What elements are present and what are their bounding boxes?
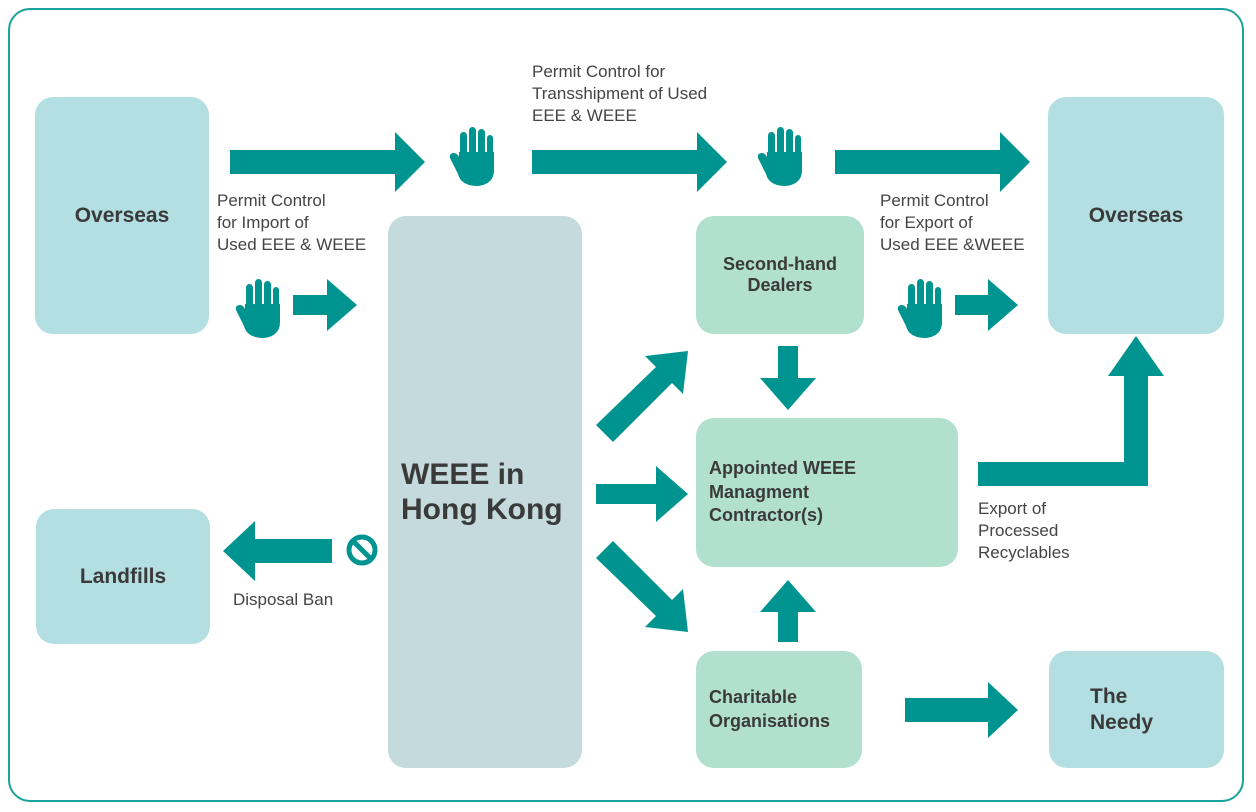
weee-hk-box: WEEE in Hong Kong: [388, 216, 582, 768]
arrow-import: [293, 279, 357, 331]
arrow-charitable-to-contractor: [760, 580, 816, 642]
arrow-to-charitable: [596, 541, 688, 632]
export-label: Permit Control for Export of Used EEE &W…: [880, 191, 1025, 255]
arrow-overseas-to-transship: [230, 132, 425, 192]
arrow-to-needy: [905, 682, 1018, 738]
needy-label: The Needy: [1090, 685, 1154, 734]
no-entry-icon: [346, 534, 378, 566]
contractor-label: Appointed WEEE Managment Contractor(s): [709, 458, 856, 526]
weee-hk-label: WEEE in Hong Kong: [401, 457, 563, 526]
import-label: Permit Control for Import of Used EEE & …: [217, 191, 367, 255]
arrow-second-hand-to-contractor: [760, 346, 816, 410]
arrow-export-recyclables: [978, 336, 1164, 486]
arrow-to-contractor: [596, 466, 688, 522]
overseas-right-box: Overseas: [1048, 97, 1224, 334]
arrow-transship-mid: [532, 132, 727, 192]
stop-hand-icon: [235, 279, 280, 338]
second-hand-label: Second-hand Dealers: [722, 254, 837, 295]
disposal-ban-label: Disposal Ban: [233, 590, 334, 609]
charitable-box: Charitable Organisations: [696, 651, 862, 768]
arrow-export: [955, 279, 1018, 331]
charitable-label: Charitable Organisations: [709, 687, 831, 731]
export-recyclables-label: Export of Processed Recyclables: [978, 499, 1070, 563]
contractor-box: Appointed WEEE Managment Contractor(s): [696, 418, 958, 567]
second-hand-box: Second-hand Dealers: [696, 216, 864, 334]
diagram-frame: [8, 8, 1244, 802]
landfills-label: Landfills: [79, 564, 167, 588]
stop-hand-icon: [449, 127, 494, 186]
overseas-left-box: Overseas: [35, 97, 209, 334]
arrow-transship-to-overseas: [835, 132, 1030, 192]
overseas-right-label: Overseas: [1088, 203, 1184, 227]
needy-box: The Needy: [1049, 651, 1224, 768]
landfills-box: Landfills: [36, 509, 210, 644]
arrow-to-second-hand: [596, 351, 688, 442]
arrow-disposal: [223, 521, 332, 581]
overseas-left-label: Overseas: [74, 203, 170, 227]
stop-hand-icon: [897, 279, 942, 338]
stop-hand-icon: [757, 127, 802, 186]
transshipment-label: Permit Control for Transshipment of Used…: [532, 62, 708, 126]
